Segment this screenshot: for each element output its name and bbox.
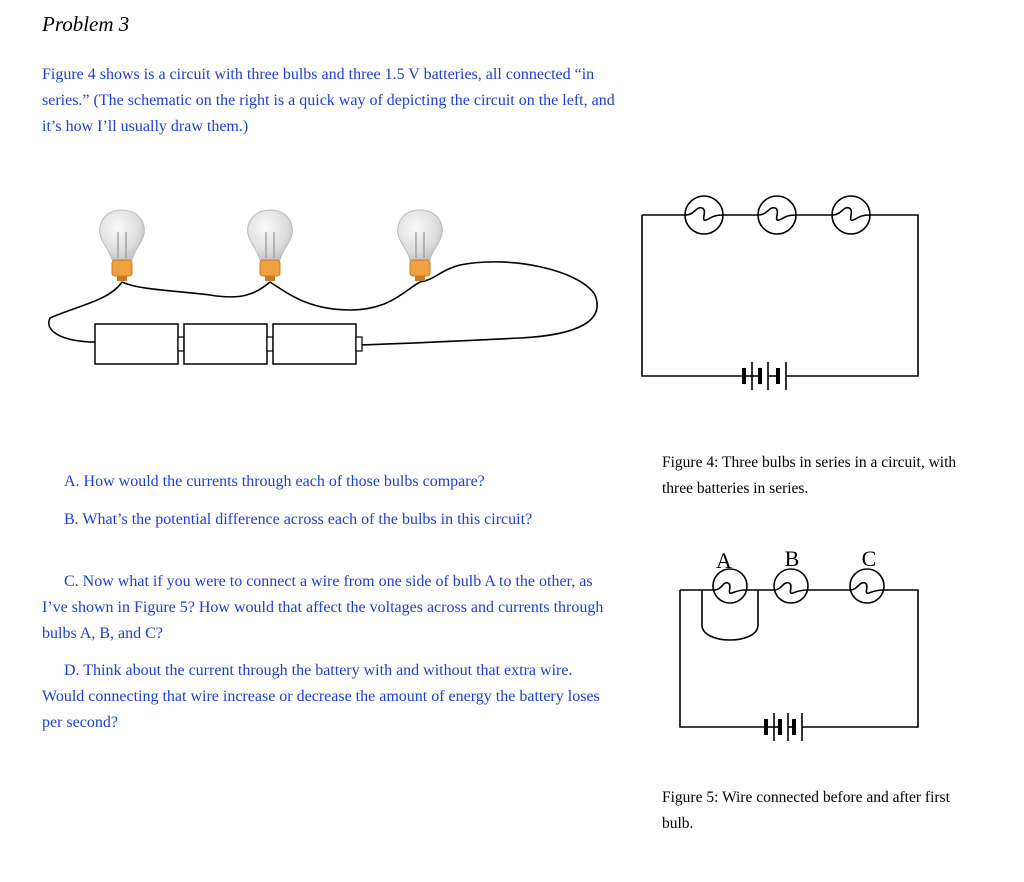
bypass-wire: [701, 590, 759, 641]
lightbulb-icon: [247, 209, 293, 281]
battery-icon: [94, 323, 185, 365]
battery-symbol-icon: [764, 713, 803, 741]
bulb-symbol-icon: [712, 568, 748, 604]
figure5-schematic: A B C: [679, 546, 919, 741]
figure4-caption: Figure 4: Three bulbs in series in a cir…: [662, 454, 957, 497]
question-c: C. Now what if you were to connect a wir…: [42, 573, 604, 642]
question-a: A. How would the currents through each o…: [64, 473, 485, 490]
question-b: B. What’s the potential difference acros…: [64, 511, 533, 528]
bulb-symbol-icon: [773, 568, 809, 604]
bulb-label-b: B: [785, 546, 800, 571]
question-d: D. Think about the current through the b…: [42, 662, 600, 731]
wire: [121, 281, 271, 298]
wire: [679, 589, 919, 728]
lightbulb-icon: [99, 209, 145, 281]
bulb-label-a: A: [716, 548, 732, 573]
bulb-symbol-icon: [684, 195, 724, 235]
battery-symbol-icon: [742, 362, 820, 390]
bulb-label-c: C: [862, 546, 877, 571]
wire: [48, 281, 123, 343]
intro-paragraph: Figure 4 shows is a circuit with three b…: [42, 66, 615, 135]
lightbulb-icon: [397, 209, 443, 281]
bulb-symbol-icon: [757, 195, 797, 235]
figure4-schematic: [641, 195, 919, 390]
bulb-symbol-icon: [831, 195, 871, 235]
pictorial-circuit: [48, 209, 598, 365]
problem-title: Problem 3: [42, 12, 130, 36]
battery-icon: [183, 323, 274, 365]
wire: [269, 281, 421, 311]
battery-icon: [272, 323, 363, 365]
wire: [357, 261, 598, 346]
bulb-symbol-icon: [849, 568, 885, 604]
figure5-caption: Figure 5: Wire connected before and afte…: [662, 789, 950, 832]
wire: [641, 214, 919, 377]
